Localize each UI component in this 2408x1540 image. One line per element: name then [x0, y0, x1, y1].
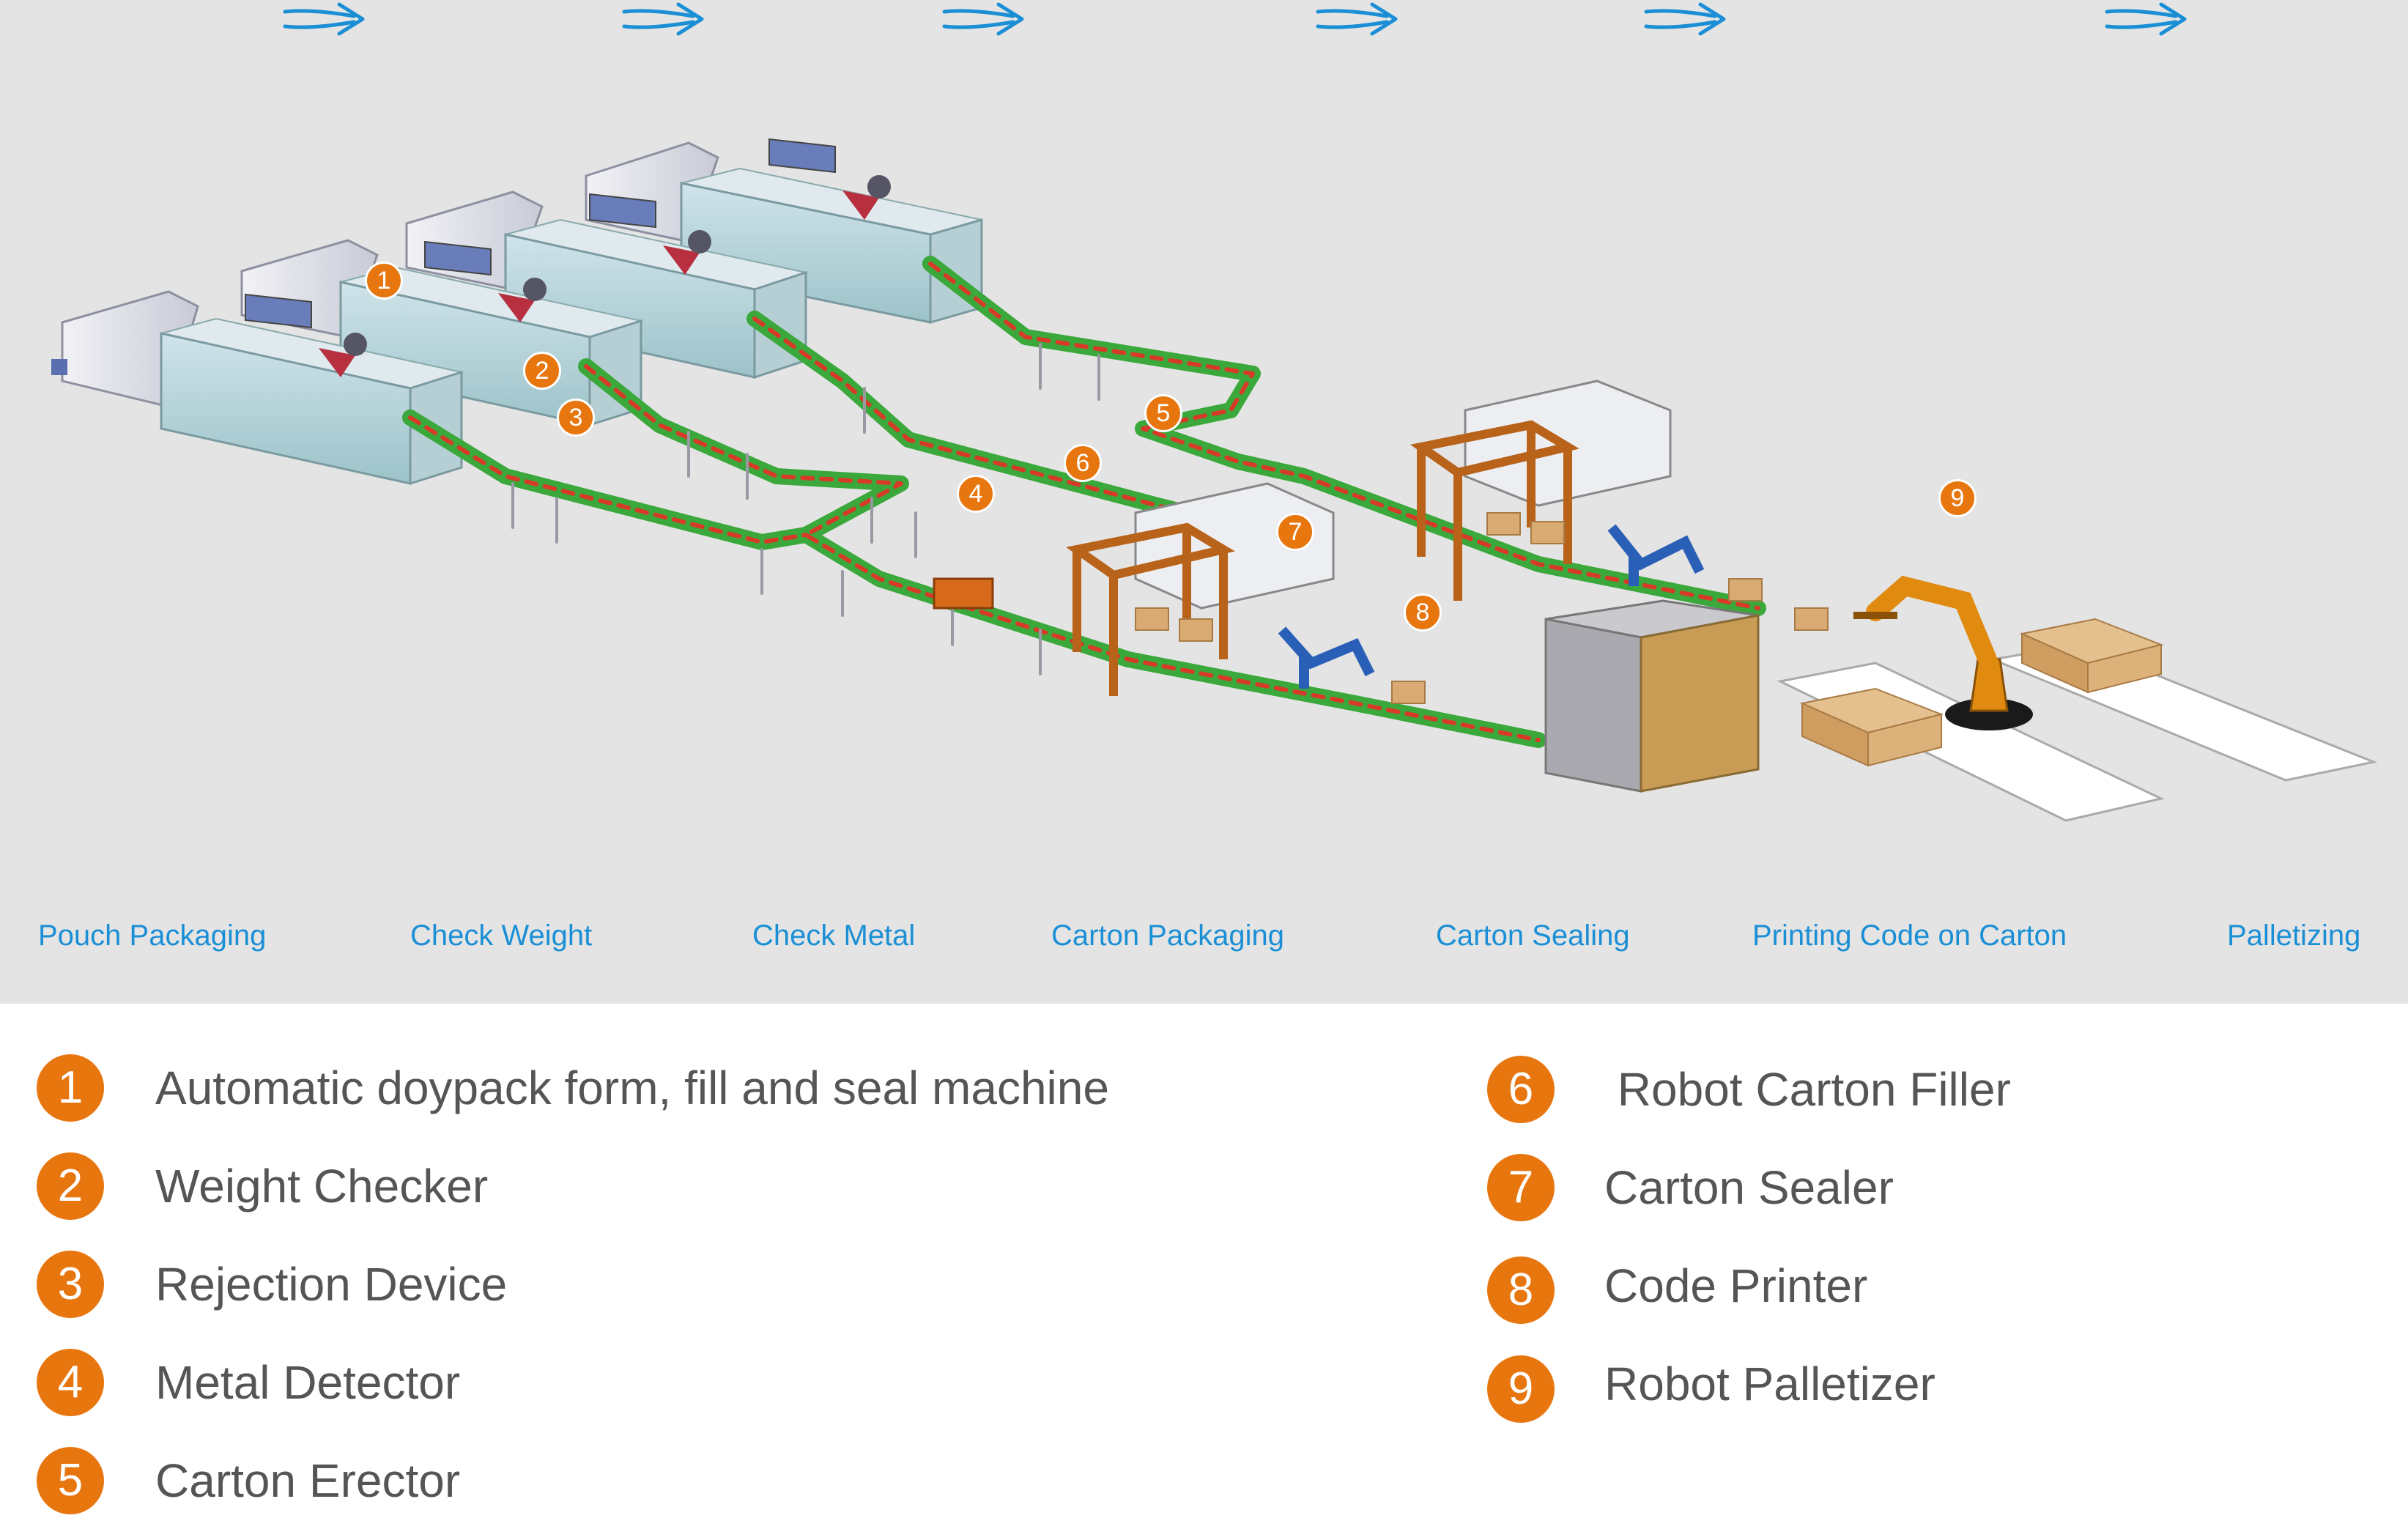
- flow-step-palletizing: Palletizing: [2227, 919, 2361, 952]
- scene-marker-8: 8: [1404, 593, 1442, 632]
- scene-marker-9: 9: [1938, 479, 1977, 517]
- scene-marker-3: 3: [557, 399, 595, 437]
- legend-badge: 7: [1487, 1154, 1555, 1221]
- doypack-machines: [51, 138, 983, 486]
- flow-arrow-icon: [942, 2, 1024, 36]
- flow-arrow-icon: [1316, 2, 1398, 36]
- scene-marker-5: 5: [1144, 394, 1182, 432]
- stretch-wrapper: [1544, 599, 1760, 793]
- flow-step-printing-code: Printing Code on Carton: [1752, 919, 2067, 952]
- cartons: [1135, 512, 1829, 704]
- legend-badge: 5: [37, 1447, 104, 1514]
- scene-marker-6: 6: [1064, 444, 1102, 482]
- blue-robots: [1278, 524, 1705, 689]
- legend-badge: 9: [1487, 1355, 1555, 1423]
- legend-badge: 3: [37, 1251, 104, 1318]
- legend-badge: 6: [1487, 1056, 1555, 1123]
- flow-step-pouch-packaging: Pouch Packaging: [38, 919, 267, 952]
- production-line-illustration: [51, 138, 2378, 822]
- flow-arrow-icon: [283, 2, 365, 36]
- legend-badge: 4: [37, 1349, 104, 1416]
- legend-badge: 8: [1487, 1256, 1555, 1324]
- metal-detector-unit: [933, 577, 994, 610]
- legend-label: Rejection Device: [155, 1258, 508, 1311]
- legend-label: Automatic doypack form, fill and seal ma…: [155, 1062, 1109, 1114]
- legend-label: Metal Detector: [155, 1356, 461, 1409]
- flow-arrow-icon: [622, 2, 704, 36]
- legend-label: Robot Palletizer: [1604, 1358, 1935, 1410]
- flow-step-check-weight: Check Weight: [410, 919, 593, 952]
- scene-marker-7: 7: [1276, 513, 1314, 551]
- legend-label: Carton Sealer: [1604, 1161, 1894, 1214]
- scene-marker-1: 1: [365, 262, 403, 300]
- flow-step-carton-sealing: Carton Sealing: [1436, 919, 1630, 952]
- legend-badge: 1: [37, 1054, 104, 1122]
- production-line-scene: 1 2 3 4 5 6 7 8 9 Pouch Packaging Check …: [0, 0, 2408, 1004]
- flow-step-check-metal: Check Metal: [752, 919, 916, 952]
- scene-marker-2: 2: [523, 352, 561, 390]
- robot-carton-filler-frames: [1066, 420, 1579, 696]
- pallets: [1799, 618, 2164, 767]
- doypack-machine-1: [51, 290, 464, 486]
- scene-marker-4: 4: [957, 475, 995, 513]
- legend-badge: 2: [37, 1152, 104, 1220]
- legend-label: Robot Carton Filler: [1604, 1063, 2011, 1116]
- flow-arrow-icon: [1644, 2, 1726, 36]
- legend-label: Carton Erector: [155, 1454, 461, 1507]
- flow-arrow-icon: [2105, 2, 2187, 36]
- flow-step-carton-packaging: Carton Packaging: [1051, 919, 1284, 952]
- legend-label: Code Printer: [1604, 1259, 1868, 1312]
- legend-label: Weight Checker: [155, 1160, 489, 1213]
- robot-palletizer: [1853, 575, 2033, 730]
